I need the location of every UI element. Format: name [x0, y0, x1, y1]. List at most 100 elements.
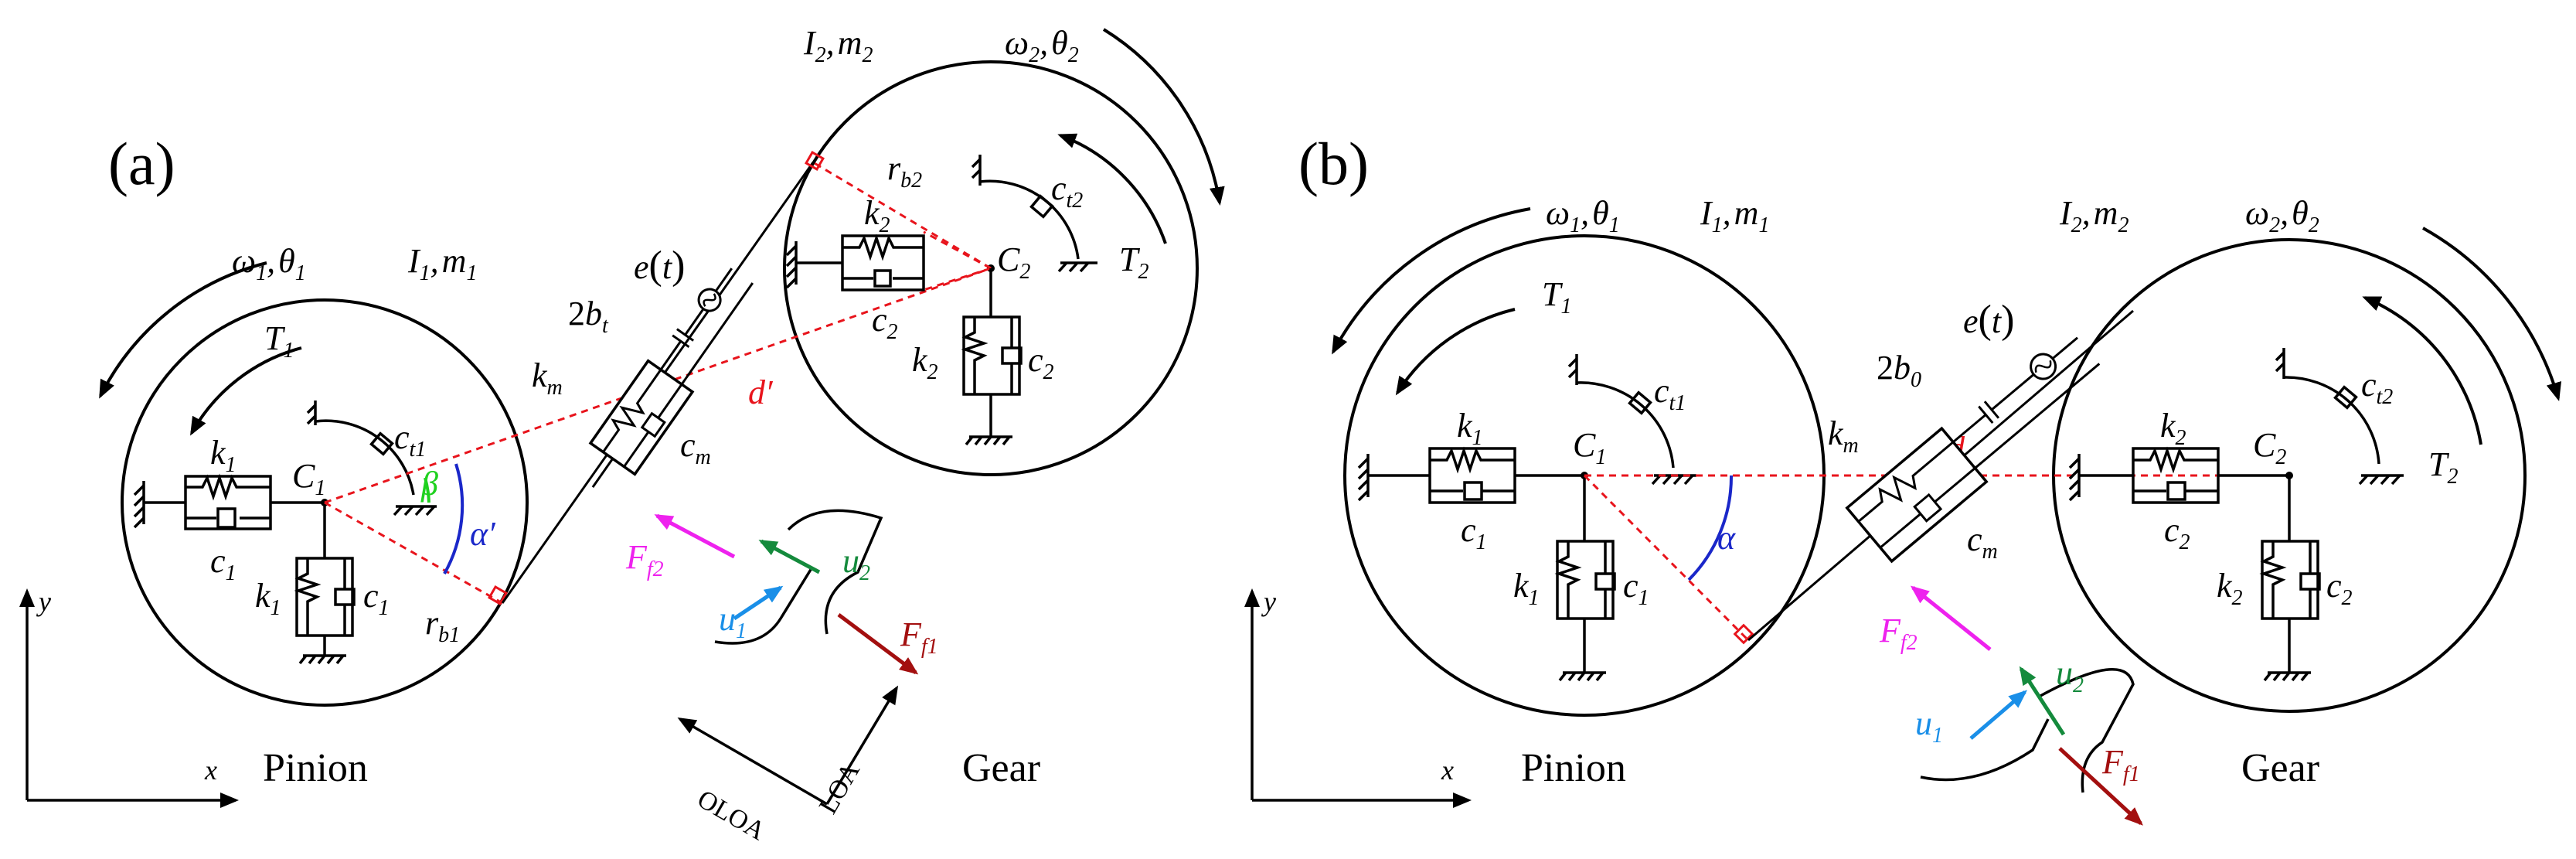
pinion-omega-theta-b: ω1,θ1: [1546, 194, 1620, 237]
beta-arc: [424, 477, 430, 503]
pinion-vertical-support: [294, 503, 356, 665]
panel-b: (b) ω1,θ1 I1,m1 T1 C1: [1244, 130, 2562, 826]
pinion-omega-theta: ω1,θ1: [232, 242, 306, 285]
friction-sketch-b: [1910, 585, 2143, 826]
mesh-backlash-label-b: 2b0: [1877, 349, 1921, 392]
pinion-ct-label: ct1: [394, 418, 426, 462]
pinion-right-angle-mark-b: [1733, 623, 1754, 645]
pinion-torque-arrow: [190, 346, 302, 436]
gear-k-vertical-b: k2: [2217, 567, 2243, 610]
pinion-center-label: C1: [292, 457, 325, 500]
pinion-c-horizontal: c1: [210, 542, 237, 585]
gear-name-b: Gear: [2241, 746, 2319, 790]
friction-ff1-label: Ff1: [900, 615, 938, 659]
gear-c-horizontal: c2: [872, 301, 898, 344]
gear-horizontal-support-b: [2068, 446, 2289, 504]
y-axis-label-b: y: [1261, 586, 1276, 617]
loa-label: LOA: [814, 758, 866, 819]
friction-u2-label-b: u2: [2056, 654, 2084, 697]
gear-base-radius-line: [812, 161, 992, 270]
center-distance-label: d′: [748, 373, 774, 411]
pinion-torque-label: T1: [264, 319, 294, 363]
pinion-torsional-damper-b: [1567, 354, 1696, 486]
friction-u1-label-b: u1: [1915, 704, 1943, 748]
pinion-k-vertical-b: k1: [1513, 567, 1540, 610]
pinion-base-radius-line: [324, 501, 503, 605]
oloa-label: OLOA: [692, 785, 771, 846]
oloa-arrow: [677, 717, 828, 806]
panel-b-label: (b): [1298, 130, 1369, 197]
pinion-base-radius-label: rb1: [425, 604, 460, 647]
alpha-label-b: α: [1717, 519, 1736, 557]
gear-torsional-damper-b: [2275, 348, 2404, 486]
pinion-rotation-arrow-b: [1332, 207, 1531, 355]
pinion-k-horizontal-b: k1: [1457, 407, 1483, 450]
mesh-km-label-b: km: [1828, 414, 1859, 458]
pinion-horizontal-support-b: [1357, 446, 1584, 504]
pinion-k-vertical: k1: [255, 577, 281, 620]
pinion-name-b: Pinion: [1521, 746, 1626, 790]
pinion-ct-label-b: ct1: [1654, 372, 1686, 415]
pinion-circle: [121, 298, 529, 707]
gear-inertia-mass-b: I2,m2: [2059, 194, 2129, 237]
friction-u2-label: u2: [842, 542, 870, 585]
friction-sketch-a: [654, 509, 919, 675]
gear-spring-guide-top: [923, 230, 992, 270]
gear-circle: [783, 60, 1199, 476]
y-axis-label-a: y: [36, 586, 51, 617]
gear-circle-b: [2052, 238, 2527, 713]
alpha-prime-label: α′: [470, 515, 496, 553]
gear-ct-label: ct2: [1051, 169, 1083, 213]
gear-inertia-mass: I2,m2: [803, 24, 873, 67]
gear-c-vertical-b: c2: [2326, 567, 2353, 610]
mesh-backlash-label: 2bt: [568, 295, 609, 338]
gear-omega-theta: ω2,θ2: [1005, 24, 1079, 67]
gear-torque-arrow-b: [2362, 296, 2482, 445]
mesh-stiffness-damper: [588, 268, 754, 488]
gear-horizontal-support: [785, 233, 925, 291]
pinion-inertia-mass-b: I1,m1: [1700, 194, 1769, 237]
panel-a-label: (a): [108, 130, 175, 197]
gear-k-horizontal-b: k2: [2160, 407, 2186, 450]
friction-ff2-label-b: Ff2: [1879, 612, 1918, 655]
pinion-vertical-support-b: [1554, 476, 1616, 682]
pinion-c-vertical-b: c1: [1623, 567, 1649, 610]
friction-ff1-label-b: Ff1: [2101, 743, 2140, 786]
gear-torsional-damper: [971, 155, 1097, 273]
gear-torque-label: T2: [1119, 240, 1148, 284]
x-axis-label-a: x: [204, 755, 217, 786]
gear-torque-arrow: [1057, 133, 1167, 244]
pinion-torque-arrow-b: [1395, 308, 1516, 396]
gear-ct-label-b: ct2: [2361, 366, 2393, 409]
pinion-center-label-b: C1: [1573, 426, 1606, 469]
pinion-c-horizontal-b: c1: [1461, 511, 1487, 554]
pinion-rotation-arrow: [99, 261, 267, 399]
alpha-arc: [443, 463, 464, 574]
beta-label: β: [420, 465, 438, 503]
pinion-horizontal-support: [133, 473, 325, 530]
gear-omega-theta-b: ω2,θ2: [2245, 194, 2319, 237]
pinion-k-horizontal: k1: [210, 434, 237, 477]
mesh-error-label-b: e(t): [1963, 298, 2014, 342]
panel-a: (a) ω1,θ1 I1,m1 T1 C1: [19, 24, 1225, 846]
gear-k-horizontal: k2: [864, 194, 890, 237]
pinion-right-angle-mark: [488, 585, 508, 605]
gear-rotation-arrow: [1102, 28, 1225, 206]
pinion-torsional-damper: [306, 401, 437, 516]
pinion-c-vertical: c1: [363, 577, 390, 620]
pinion-inertia-mass: I1,m1: [407, 242, 477, 285]
gear-c-horizontal-b: c2: [2164, 511, 2190, 554]
pinion-torque-label-b: T1: [1542, 275, 1571, 319]
gear-center-label-b: C2: [2253, 426, 2286, 469]
gear-center-label: C2: [997, 240, 1030, 284]
loa-arrow: [825, 685, 899, 805]
gear-torque-label-b: T2: [2428, 445, 2458, 489]
alpha-arc-b: [1687, 475, 1734, 581]
mesh-stiffness-damper-b: [1845, 336, 2101, 564]
gear-c-vertical: c2: [1028, 341, 1054, 384]
gear-name-a: Gear: [962, 746, 1040, 790]
mesh-km-label: km: [532, 356, 563, 400]
x-axis-label-b: x: [1441, 755, 1454, 786]
gear-rotation-arrow-b: [2422, 227, 2562, 401]
mesh-error-label: e(t): [634, 244, 685, 288]
